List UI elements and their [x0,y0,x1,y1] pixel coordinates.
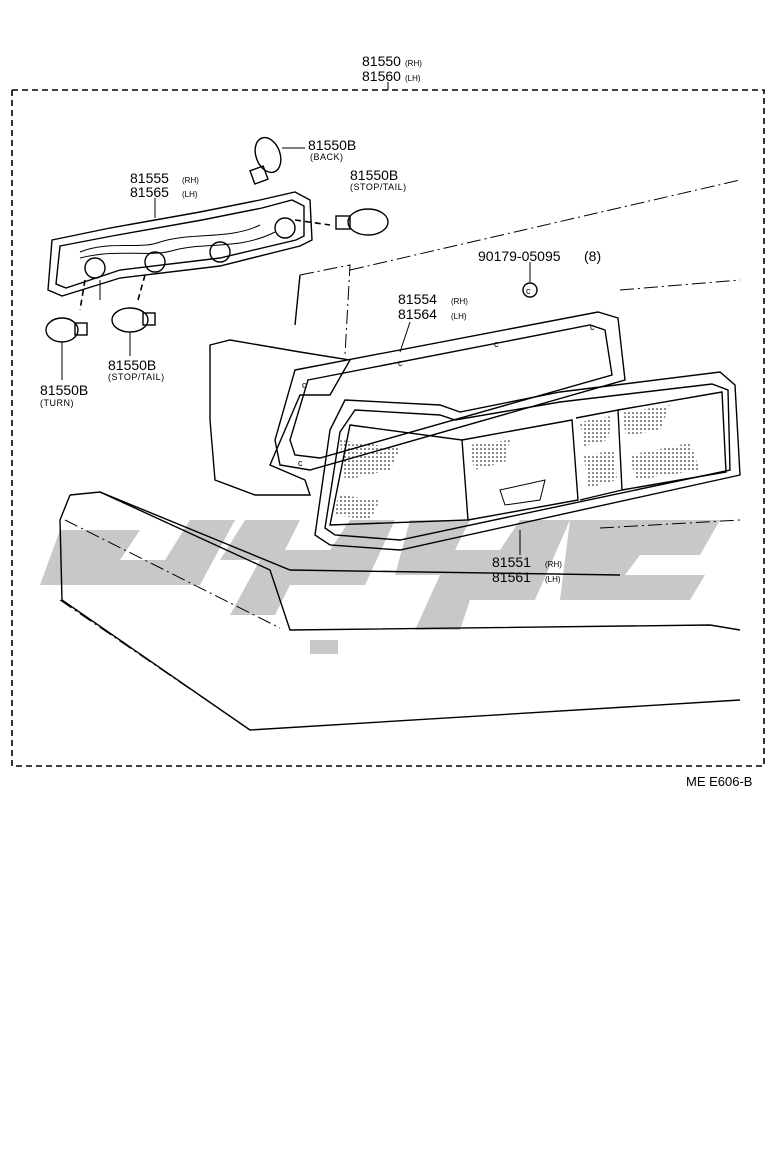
label-assembly: 81550 (RH) 81560 (LH) [362,53,422,84]
bulb-stop-tail-lower-part: 81550B [108,357,156,373]
assembly-rh-number: 81550 [362,53,401,69]
bulb-turn-desc: (TURN) [40,398,74,408]
lens-rh-number: 81551 [492,554,531,570]
bulb-back-desc: (BACK) [310,152,344,162]
assembly-lh-tag: (LH) [405,74,421,83]
lens-rh-tag: (RH) [545,560,562,569]
svg-text:c: c [494,339,499,349]
gasket-frame: c c c c c [274,311,626,471]
label-lens: 81551 (RH) 81561 (LH) [492,554,562,585]
label-bulb-back: 81550B (BACK) [308,137,356,162]
svg-text:c: c [298,458,303,468]
rear-body-outline [59,179,741,731]
bulb-stop-tail-lower [111,307,156,356]
svg-text:c: c [398,358,403,368]
assembly-lh-number: 81560 [362,68,401,84]
bulb-stop-tail-upper-desc: (STOP/TAIL) [350,182,407,192]
gasket-rh-number: 81554 [398,291,437,307]
bulb-turn-part: 81550B [40,382,88,398]
leader-lines [154,198,521,555]
nut-icon: c [522,262,538,298]
label-nut: 90179-05095 (8) [478,248,601,264]
socket-wiring-plate [47,191,331,311]
label-bulb-stop-tail-lower: 81550B (STOP/TAIL) [108,357,165,382]
nut-qty: (8) [584,248,601,264]
nut-part: 90179-05095 [478,248,561,264]
diagram-code: ME E606-B [686,774,752,789]
lens-lh-number: 81561 [492,569,531,585]
watermark-logo [40,520,720,654]
socket-wiring-rh-number: 81555 [130,170,169,186]
gasket-rh-tag: (RH) [451,297,468,306]
svg-text:c: c [526,286,531,296]
label-gasket: 81554 (RH) 81564 (LH) [398,291,468,322]
bulb-stop-tail-upper [335,208,389,236]
bulb-stop-tail-upper-part: 81550B [350,167,398,183]
gasket-lh-tag: (LH) [451,312,467,321]
assembly-boundary-frame [11,82,765,767]
assembly-rh-tag: (RH) [405,59,422,68]
gasket-lh-number: 81564 [398,306,437,322]
lens-unit [314,371,741,551]
bulb-back-part: 81550B [308,137,356,153]
socket-wiring-lh-tag: (LH) [182,190,198,199]
svg-text:c: c [590,322,595,332]
lens-lh-tag: (LH) [545,575,561,584]
label-bulb-stop-tail-upper: 81550B (STOP/TAIL) [350,167,407,192]
socket-wiring-lh-number: 81565 [130,184,169,200]
bulb-stop-tail-lower-desc: (STOP/TAIL) [108,372,165,382]
bulb-back [249,136,305,185]
label-socket-wiring: 81555 (RH) 81565 (LH) [130,170,199,200]
label-bulb-turn: 81550B (TURN) [40,382,88,408]
socket-wiring-rh-tag: (RH) [182,176,199,185]
bulb-turn [45,317,88,380]
svg-text:c: c [302,380,307,390]
